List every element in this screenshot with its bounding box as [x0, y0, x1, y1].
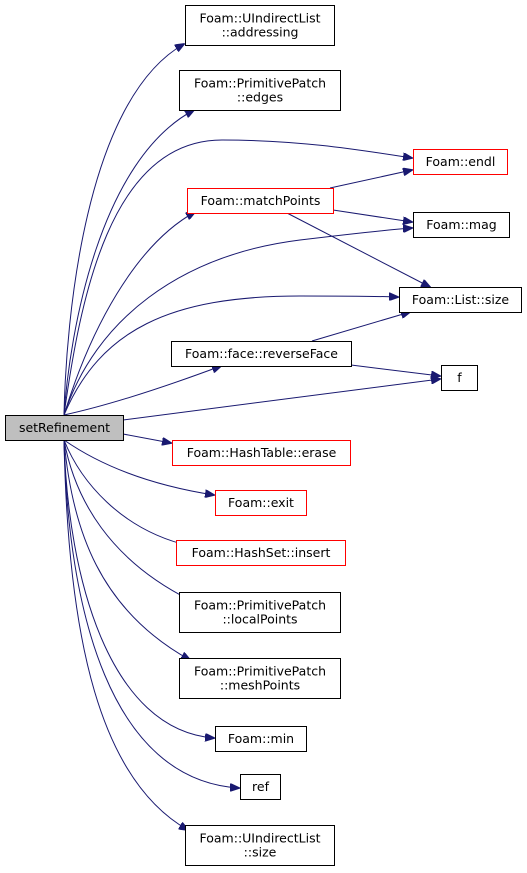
node-label-localPoints-line-1: ::localPoints — [222, 612, 297, 627]
node-label-endl-line-0: Foam::endl — [426, 154, 496, 169]
node-min[interactable]: Foam::min — [215, 726, 307, 752]
edge-reverseFace-to-list_size — [311, 312, 410, 342]
edge-setRefinement-to-uindirect_size — [63, 439, 188, 830]
edge-setRefinement-to-meshPoints — [63, 439, 190, 660]
edge-setRefinement-to-min — [63, 439, 214, 738]
node-localPoints[interactable]: Foam::PrimitivePatch::localPoints — [179, 592, 341, 633]
edge-setRefinement-to-mag — [63, 228, 412, 416]
node-box-hashtable_erase — [172, 440, 351, 466]
node-endl[interactable]: Foam::endl — [413, 149, 508, 175]
edge-matchPoints-to-list_size — [286, 212, 430, 287]
node-label-matchPoints-line-0: Foam::matchPoints — [201, 193, 321, 208]
edge-setRefinement-to-f — [122, 379, 440, 421]
node-matchPoints[interactable]: Foam::matchPoints — [187, 188, 334, 214]
node-label-uindirect_size-line-0: Foam::UIndirectList — [200, 831, 321, 846]
node-label-localPoints-line-0: Foam::PrimitivePatch — [194, 598, 326, 613]
edge-setRefinement-to-matchPoints — [63, 212, 195, 416]
node-box-uindirect_addressing — [185, 5, 335, 46]
node-box-meshPoints — [179, 658, 341, 699]
node-box-uindirect_size — [185, 825, 335, 866]
node-box-exit — [215, 490, 307, 516]
node-label-mag-line-0: Foam::mag — [426, 217, 496, 232]
node-f[interactable]: f — [441, 365, 478, 391]
edge-setRefinement-to-uindirect_addressing — [63, 44, 184, 416]
node-box-endl — [413, 149, 508, 175]
node-setRefinement: setRefinement — [5, 415, 124, 441]
node-label-f-line-0: f — [457, 370, 462, 385]
node-box-matchPoints — [187, 188, 334, 214]
edge-setRefinement-to-reverseFace — [63, 366, 221, 416]
node-list_size[interactable]: Foam::List::size — [399, 287, 522, 313]
node-label-exit-line-0: Foam::exit — [228, 495, 294, 510]
node-box-reverseFace — [171, 341, 352, 367]
node-label-hashset_insert-line-0: Foam::HashSet::insert — [192, 545, 331, 560]
node-label-meshPoints-line-0: Foam::PrimitivePatch — [194, 664, 326, 679]
edge-setRefinement-to-ref — [63, 439, 239, 788]
node-label-min-line-0: Foam::min — [228, 731, 294, 746]
node-hashset_insert[interactable]: Foam::HashSet::insert — [176, 540, 346, 566]
node-uindirect_size[interactable]: Foam::UIndirectList::size — [185, 825, 335, 866]
node-primitivepatch_edges[interactable]: Foam::PrimitivePatch::edges — [179, 70, 341, 111]
edge-matchPoints-to-mag — [332, 209, 412, 222]
node-reverseFace[interactable]: Foam::face::reverseFace — [171, 341, 352, 367]
node-meshPoints[interactable]: Foam::PrimitivePatch::meshPoints — [179, 658, 341, 699]
node-box-primitivepatch_edges — [179, 70, 341, 111]
node-label-meshPoints-line-1: ::meshPoints — [220, 678, 300, 693]
node-exit[interactable]: Foam::exit — [215, 490, 307, 516]
edge-matchPoints-to-endl — [329, 170, 412, 189]
node-label-hashtable_erase-line-0: Foam::HashTable::erase — [187, 445, 337, 460]
node-box-setRefinement — [5, 415, 124, 441]
node-label-list_size-line-0: Foam::List::size — [412, 292, 509, 307]
edge-setRefinement-to-exit — [63, 439, 214, 495]
node-box-mag — [413, 212, 510, 238]
edge-setRefinement-to-localPoints — [63, 439, 190, 600]
node-box-f — [441, 365, 478, 391]
node-label-ref-line-0: ref — [252, 779, 270, 794]
node-box-hashset_insert — [176, 540, 346, 566]
edge-setRefinement-to-hashset_insert — [63, 439, 190, 546]
node-hashtable_erase[interactable]: Foam::HashTable::erase — [172, 440, 351, 466]
node-label-uindirect_size-line-1: ::size — [244, 845, 277, 860]
node-label-primitivepatch_edges-line-0: Foam::PrimitivePatch — [194, 76, 326, 91]
edge-setRefinement-to-hashtable_erase — [122, 433, 171, 443]
node-box-list_size — [399, 287, 522, 313]
edge-reverseFace-to-f — [350, 364, 440, 376]
node-label-primitivepatch_edges-line-1: ::edges — [237, 90, 283, 105]
node-label-setRefinement-line-0: setRefinement — [19, 420, 110, 435]
node-label-uindirect_addressing-line-0: Foam::UIndirectList — [200, 11, 321, 26]
edge-setRefinement-to-primitivepatch_edges — [63, 110, 194, 416]
node-label-uindirect_addressing-line-1: ::addressing — [222, 25, 299, 40]
node-box-ref — [240, 774, 281, 800]
node-box-min — [215, 726, 307, 752]
node-box-localPoints — [179, 592, 341, 633]
edge-setRefinement-to-endl — [63, 139, 412, 416]
node-mag[interactable]: Foam::mag — [413, 212, 510, 238]
node-label-reverseFace-line-0: Foam::face::reverseFace — [185, 346, 338, 361]
node-uindirect_addressing[interactable]: Foam::UIndirectList::addressing — [185, 5, 335, 46]
edge-setRefinement-to-list_size — [63, 296, 398, 416]
node-ref[interactable]: ref — [240, 774, 281, 800]
